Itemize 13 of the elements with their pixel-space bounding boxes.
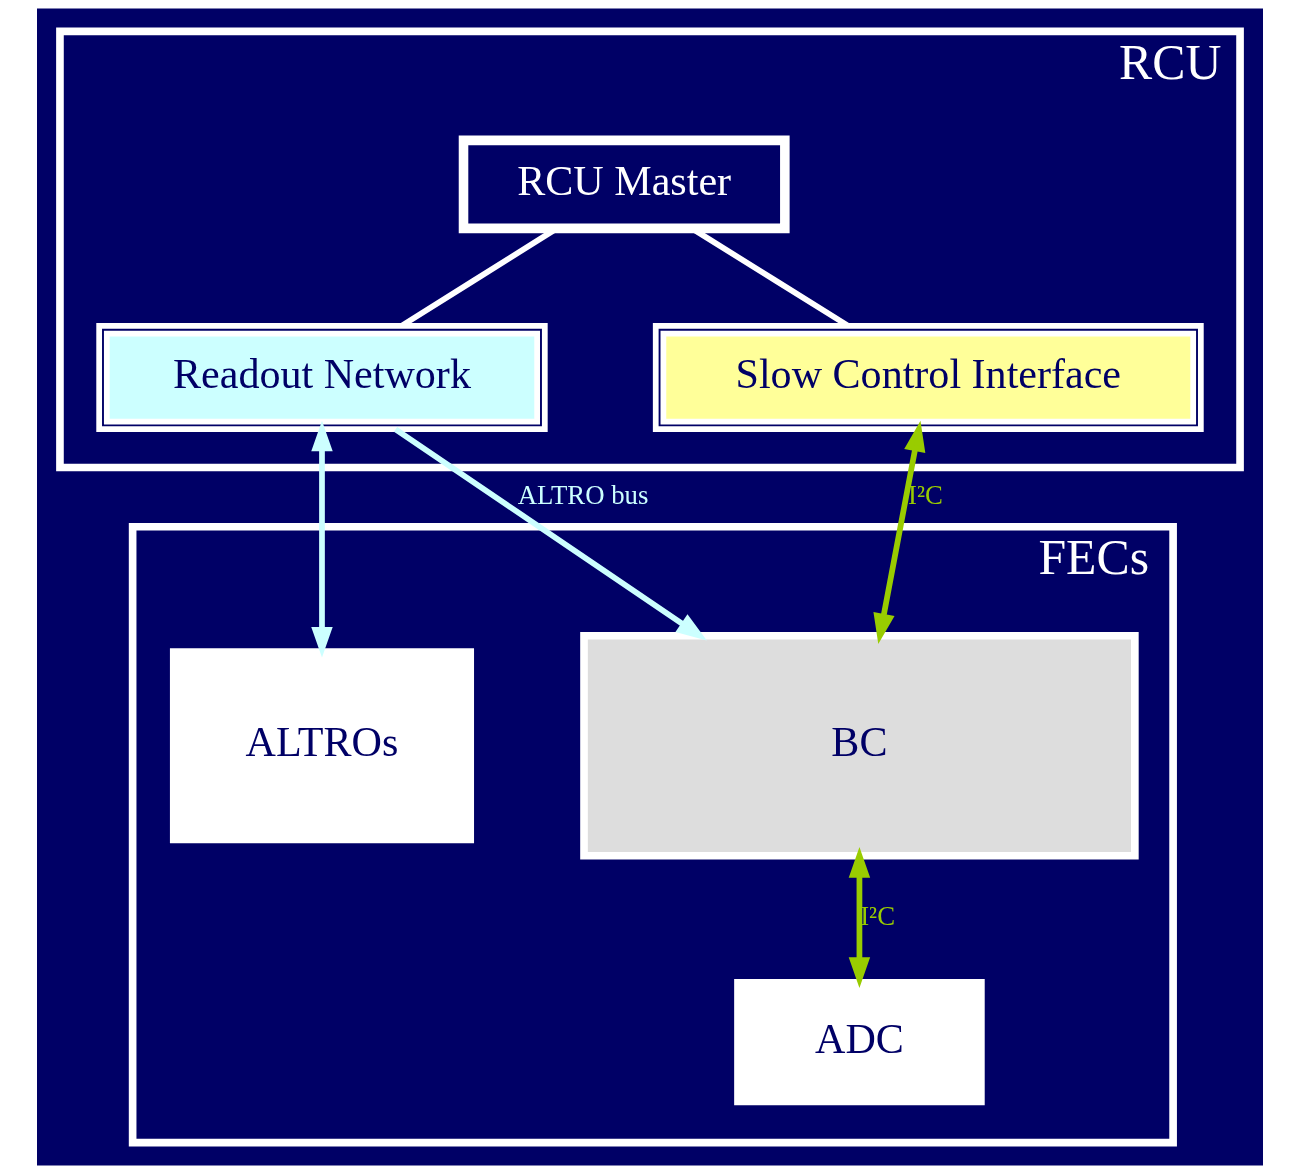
node-box: BC [579, 631, 1139, 860]
edge-label: ALTRO bus [517, 480, 648, 511]
node-box: ALTROs [169, 648, 474, 844]
arrow [848, 847, 870, 988]
edge-label: I²C [907, 480, 943, 511]
node-box: ADC [733, 979, 985, 1106]
node-box: Readout Network [95, 323, 548, 433]
arrow [393, 427, 707, 641]
node-box: RCU Master [458, 135, 790, 234]
node-box: Slow Control Interface [652, 323, 1204, 433]
edge-label: I²C [859, 900, 895, 931]
arrow [872, 420, 925, 645]
arrow [310, 420, 333, 658]
